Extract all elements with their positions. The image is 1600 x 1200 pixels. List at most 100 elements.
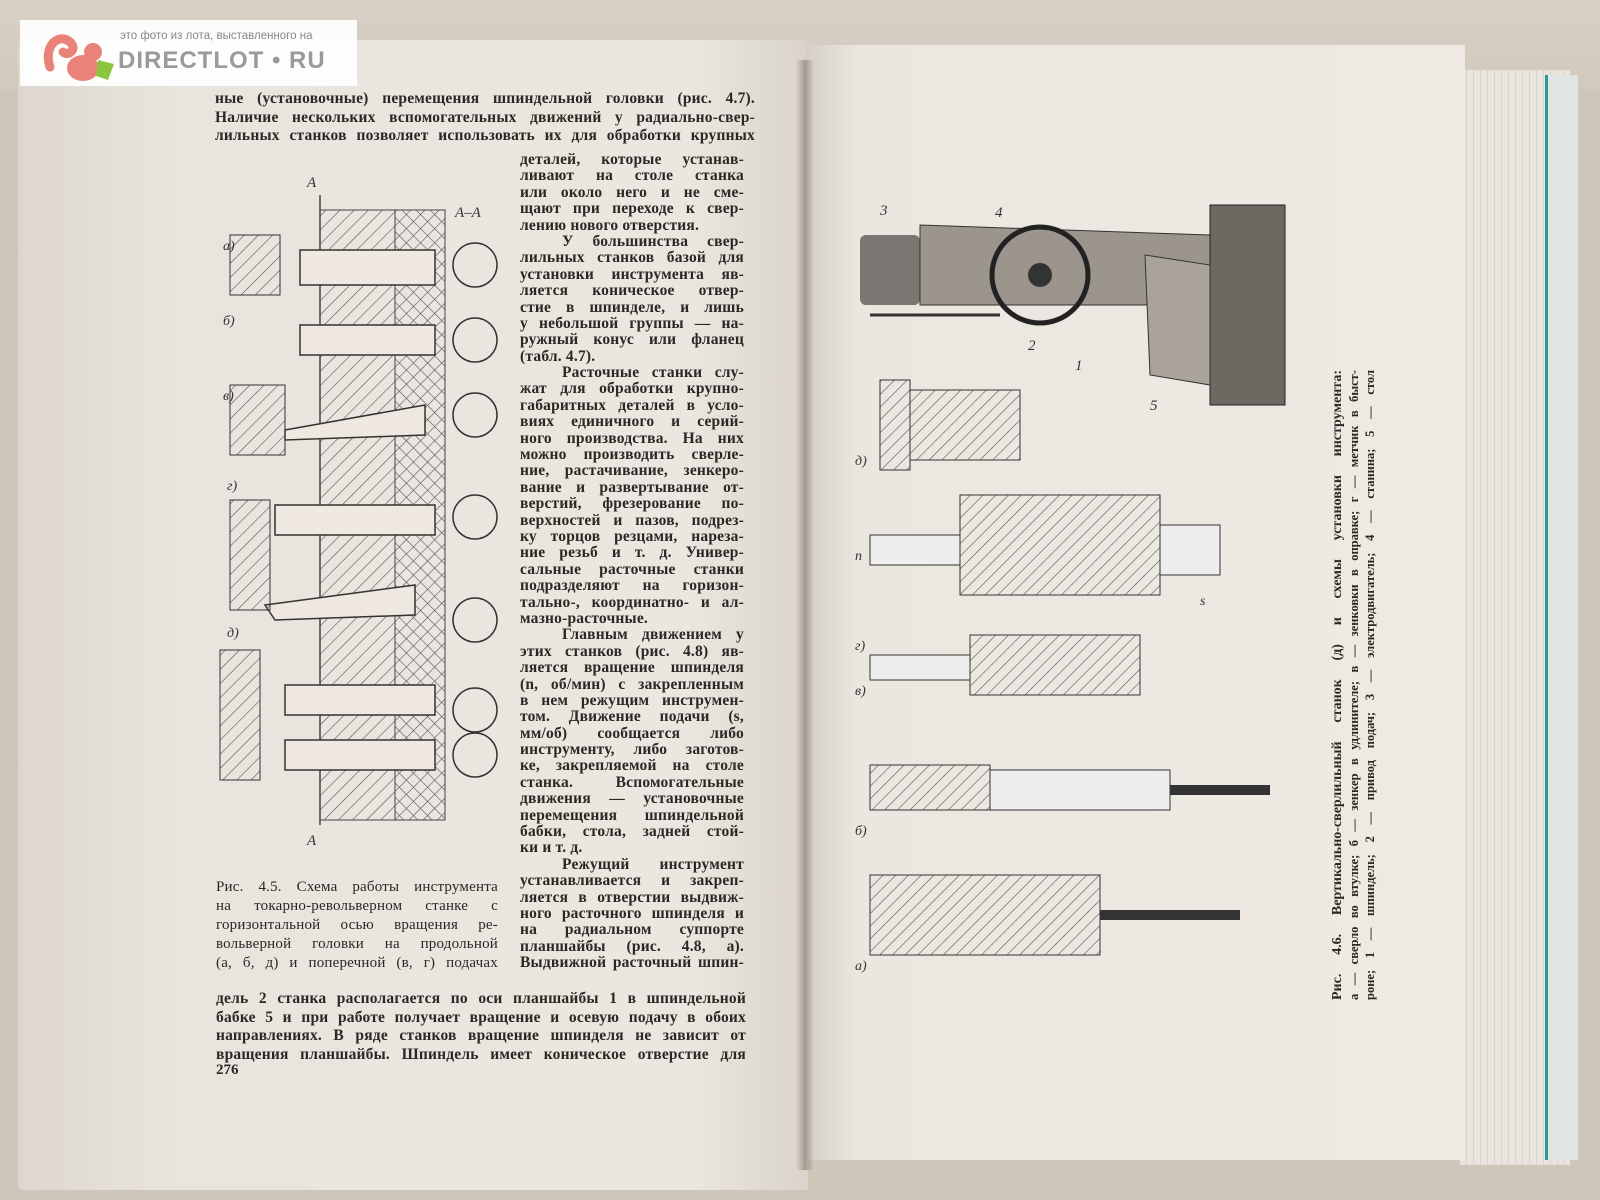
column-text-line: ние, растачивание, зенкеро- [520,462,744,480]
caption-line: Рис. 4.5. Схема работы инструмента [216,879,498,895]
label-a: а) [223,239,235,254]
column-text-line: щают при переходе к свер- [520,200,744,218]
watermark-brand: DIRECTLOT • RU [118,47,326,74]
column-text-line: движения — установочные [520,790,744,808]
column-text-line: мазно-расточные. [520,609,649,627]
book-spine [796,60,814,1170]
text-line: вращения планшайбы. Шпиндель имеет конич… [216,1045,746,1063]
label-a: а) [855,959,867,974]
label-b: б) [855,824,867,839]
text-line: лильных станков позволяет использовать и… [215,127,755,144]
column-text-line: станка. Вспомогательные [520,773,744,791]
column-text-line: бабки, стола, задней стой- [520,823,744,841]
figure-4-6-caption: Рис. 4.6. Вертикально-сверлильный станок… [1330,370,1378,1000]
label-3: 3 [879,203,888,219]
text-line: бабке 5 и при работе получает вращение и… [216,1008,746,1026]
column-text-line: ке, закрепляемой на столе [520,757,744,775]
column-text-line: можно производить сверле- [520,446,744,464]
column-text-line: перемещения шпиндельной [520,806,744,824]
column-text-line: ного расточного шпинделя и [520,904,744,922]
caption-line: вольверной головки на продольной [216,936,498,952]
column-text-line: подразделяют на горизон- [520,577,744,595]
column-text-line: верстий, фрезерование по- [520,495,744,513]
right-page [805,45,1465,1160]
column-text-line: том. Движение подачи (s, [520,708,744,726]
column-text-line: ружный конус или фланец [520,331,744,349]
column-text-line: планшайбы (рис. 4.8, а). [520,937,744,955]
column-text-line: Выдвижной расточный шпин- [520,954,744,972]
column-text-line: этих станков (рис. 4.8) яв- [520,642,744,660]
caption-line: (а, б, д) и поперечной (в, г) подачах [216,955,498,971]
text-line: направлениях. В ряде станков вращение шп… [216,1027,746,1044]
text-line: Наличие нескольких вспомогательных движе… [215,108,755,126]
watermark: это фото из лота, выставленного на DIREC… [20,20,357,86]
column-text-line: (табл. 4.7). [520,347,596,365]
label-v: в) [855,684,866,699]
section-mark-top: A [306,175,317,191]
column-text-line: ляется вращение шпинделя [520,659,744,677]
label-s: s [1200,594,1206,609]
column-text-line: инструменту, либо заготов- [520,741,744,759]
column-text-line: ние резьб и т. д. Универ- [520,544,744,562]
book-cover-edge [1545,75,1578,1160]
column-text-line: виях единичного и серий- [520,413,744,431]
column-text-line: устанавливается и закреп- [520,872,744,890]
label-d: д) [855,454,867,469]
section-mark-bottom: A [306,833,317,849]
column-text-line: ки и т. д. [520,839,583,857]
column-text-line: Главным движением у [562,626,744,644]
text-line: дель 2 станка располагается по оси планш… [216,990,746,1007]
column-text-line: верхностей и пазов, подрез- [520,511,744,529]
column-text-line: стие в шпинделе, и лишь [520,298,744,316]
label-1: 1 [1075,358,1083,374]
column-text-line: у небольшой группы — на- [520,314,744,332]
label-4: 4 [995,205,1003,221]
column-text-line: установки инструмента яв- [520,265,744,283]
column-text-line: ляется в отверстии выдвиж- [520,888,744,906]
text-line: ные (установочные) перемещения шпиндельн… [215,90,755,107]
column-text-line: мм/об) сообщается либо [520,724,744,742]
caption-line: горизонтальной осью вращения ре- [216,917,498,933]
column-text-line: или около него и не сме- [520,183,744,201]
column-text-line: ляется коническое отвер- [520,282,744,300]
top-paragraph: ные (установочные) перемещения шпиндельн… [215,90,755,146]
drilling-machine-illustration [860,204,1286,406]
page-number: 276 [216,1062,239,1078]
bottom-paragraph: дель 2 станка располагается по оси планш… [216,990,746,1064]
caption-line: Рис. 4.6. Вертикально-сверлильный станок… [1330,370,1345,1000]
label-v: в) [223,389,234,404]
caption-line: на токарно-револьверном станке с [216,898,498,914]
column-text-line: ного производства. На них [520,429,744,447]
label-5: 5 [1150,398,1158,414]
label-2: 2 [1028,338,1036,354]
figure-4-6-drawing: 3 4 2 1 5 д) n s в) б) а) г) [855,203,1286,974]
caption-line: роне; 1 — шпиндель; 2 — привод подач; 3 … [1363,370,1377,1000]
column-text-line: жат для обработки крупно- [520,380,744,398]
column-text-line: (n, об/мин) с закрепленным [520,675,744,693]
section-label: А–А [454,205,482,221]
column-text-line: сальные расточные станки [520,560,744,578]
label-b: б) [223,314,235,329]
column-text-line: тально-, координатно- и ал- [520,593,744,611]
label-g: г) [227,479,237,494]
figure-4-5-caption: Рис. 4.5. Схема работы инструмента на то… [216,878,498,973]
column-text-line: ку торцов резцами, нареза- [520,527,744,545]
column-text-line: Режущий инструмент [562,855,744,873]
column-text-line: лильных станков базой для [520,249,744,267]
column-text-line: деталей, которые устанав- [520,151,744,168]
label-n: n [855,549,862,564]
squirrel-logo-icon [43,34,114,81]
caption-line: а — сверло во втулке; б — зенкер в удлин… [1347,370,1361,1000]
column-text-line: на радиальном суппорте [520,921,744,939]
label-d: д) [227,626,239,641]
column-text-line: Расточные станки слу- [562,364,744,382]
column-text-line: У большинства свер- [562,232,744,250]
text-column: деталей, которые устанав-ливают на столе… [520,151,744,972]
label-g: г) [855,639,865,654]
column-text-line: вание и развертывание от- [520,478,744,496]
watermark-caption: это фото из лота, выставленного на [120,30,313,42]
column-text-line: ливают на столе станка [520,167,744,185]
column-text-line: лению нового отверстия. [520,216,700,234]
column-text-line: габаритных деталей в усло- [520,396,744,414]
column-text-line: в нем режущим инструмен- [520,691,744,709]
